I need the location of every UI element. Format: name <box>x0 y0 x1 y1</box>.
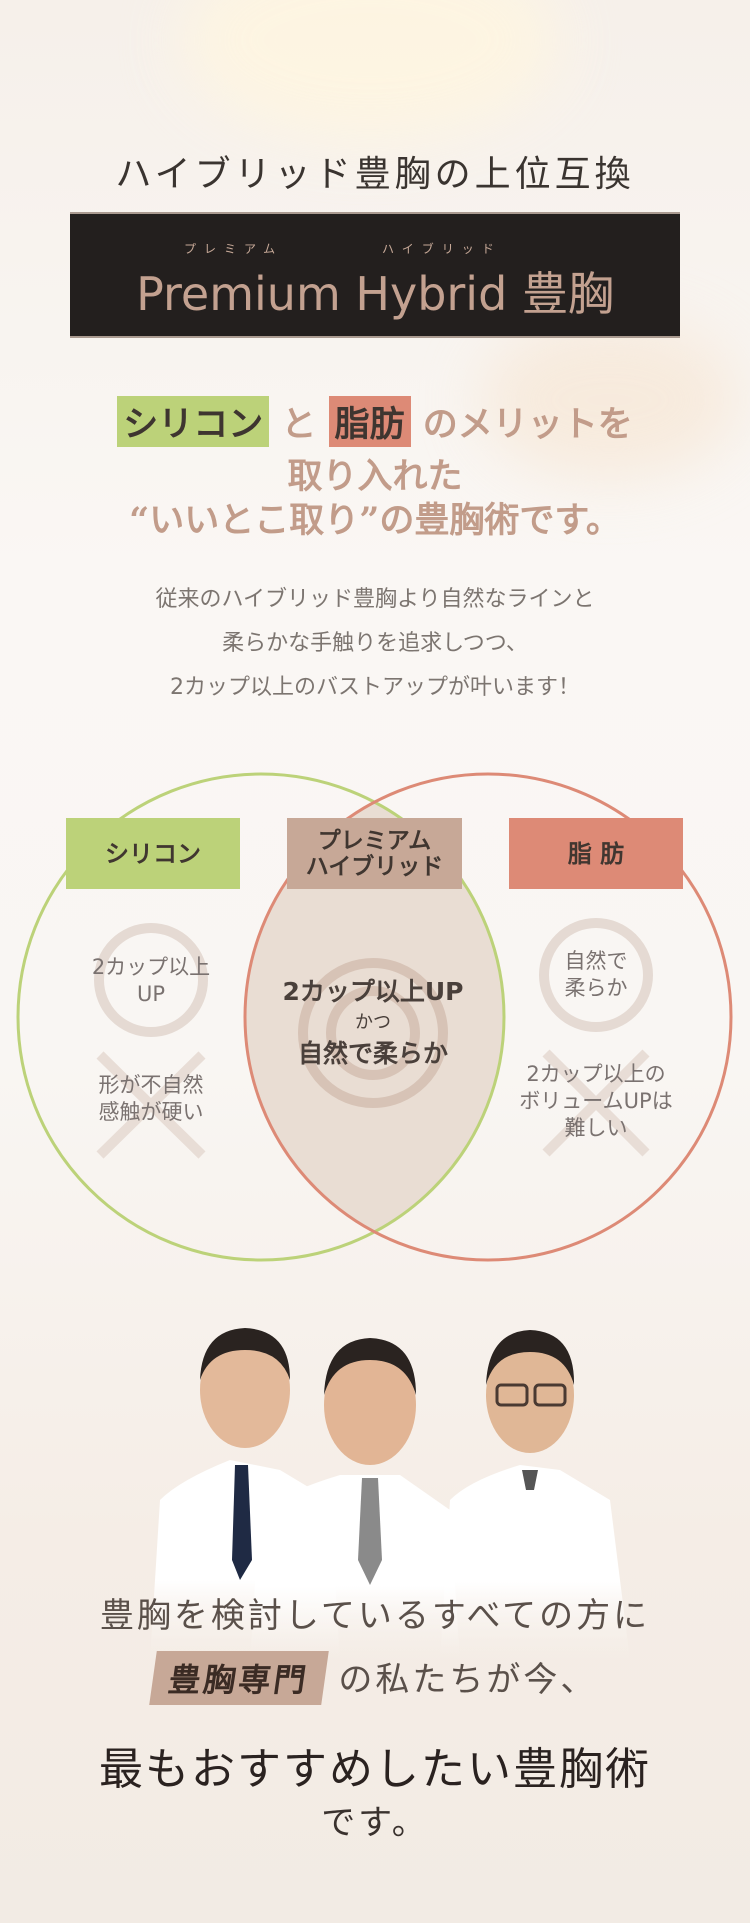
venn-diagram <box>16 772 733 1262</box>
closing-line4: です。 <box>321 1803 429 1843</box>
description: 従来のハイブリッド豊胸より自然なラインと 柔らかな手触りを追求しつつ、 2カップ… <box>0 578 750 710</box>
tag-specialist: 豊胸専門 <box>148 1651 329 1705</box>
cross-icon <box>542 1049 650 1157</box>
good-circle-icon <box>539 918 653 1032</box>
description-line: 2カップ以上のバストアップが叶います！ <box>170 675 580 700</box>
cross-icon <box>96 1051 206 1159</box>
doctor-right <box>440 1330 630 1660</box>
description-line: 従来のハイブリッド豊胸より自然なラインと <box>155 587 595 612</box>
text-line: 柔らか <box>564 976 628 1000</box>
fat-pro: 自然で 柔らか <box>516 948 676 1002</box>
text-line: 形が不自然 <box>98 1073 204 1097</box>
silicone-pro: 2カップ以上 UP <box>71 954 231 1008</box>
silicone-con: 形が不自然 感触が硬い <box>61 1072 241 1126</box>
double-circle-icon-inner <box>326 986 420 1080</box>
ruby-premium: プレミアム <box>184 242 284 256</box>
headline-line2: 取り入れた <box>287 456 463 497</box>
label-fat: 脂 肪 <box>509 818 683 889</box>
doctors-photo <box>150 1328 630 1660</box>
label-premium-hybrid: プレミアム ハイブリッド <box>287 818 462 889</box>
text-line: 難しい <box>564 1116 628 1140</box>
closing-line3: 最もおすすめしたい豊胸術 <box>99 1744 651 1795</box>
closing-line2-rest: の私たちが今、 <box>338 1660 598 1700</box>
label-line: ハイブリッド <box>305 853 444 880</box>
text-line: 自然で柔らか <box>297 1039 448 1068</box>
fat-con: 2カップ以上の ボリュームUPは 難しい <box>501 1061 691 1142</box>
text-line: 2カップ以上 <box>91 955 211 979</box>
label-silicone: シリコン <box>66 818 240 889</box>
closing-line2: 豊胸専門 の私たちが今、 <box>0 1651 750 1705</box>
text-line: UP <box>136 982 166 1006</box>
tag-silicone: シリコン <box>117 396 270 447</box>
text-line: 感触が硬い <box>98 1100 204 1124</box>
light-flare <box>180 0 560 140</box>
headline-to: と <box>281 404 317 445</box>
venn-overlap <box>245 774 504 1260</box>
text-line: 自然で <box>564 949 628 973</box>
text-line: 2カップ以上の <box>526 1062 666 1086</box>
doctor-center <box>250 1338 460 1660</box>
good-circle-icon <box>94 923 208 1037</box>
label-line: プレミアム <box>317 827 432 854</box>
ruby-hybrid: ハイブリッド <box>382 242 502 256</box>
venn-circle-fat <box>243 772 733 1262</box>
text-line: かつ <box>355 1012 391 1033</box>
headline-line3: “いいとこ取り”の豊胸術です。 <box>129 500 621 541</box>
hero-title: Premium Hybrid 豊胸 <box>136 267 614 321</box>
headline-line1: シリコン と 脂肪 のメリットを <box>0 396 750 447</box>
premium-benefits: 2カップ以上UP かつ 自然で柔らか <box>266 976 480 1070</box>
headline-rest: のメリットを <box>422 404 633 445</box>
section-title: ハイブリッド豊胸の上位互換 <box>115 154 635 195</box>
description-line: 柔らかな手触りを追求しつつ、 <box>222 631 528 656</box>
venn-circle-silicone <box>16 772 506 1262</box>
hero-banner: プレミアム ハイブリッド Premium Hybrid 豊胸 <box>70 212 680 338</box>
tag-fat: 脂肪 <box>328 396 411 447</box>
closing-line1: 豊胸を検討しているすべての方に <box>99 1596 651 1636</box>
text-line: 2カップ以上UP <box>282 977 464 1006</box>
text-line: ボリュームUPは <box>519 1089 673 1113</box>
double-circle-icon <box>298 958 448 1108</box>
